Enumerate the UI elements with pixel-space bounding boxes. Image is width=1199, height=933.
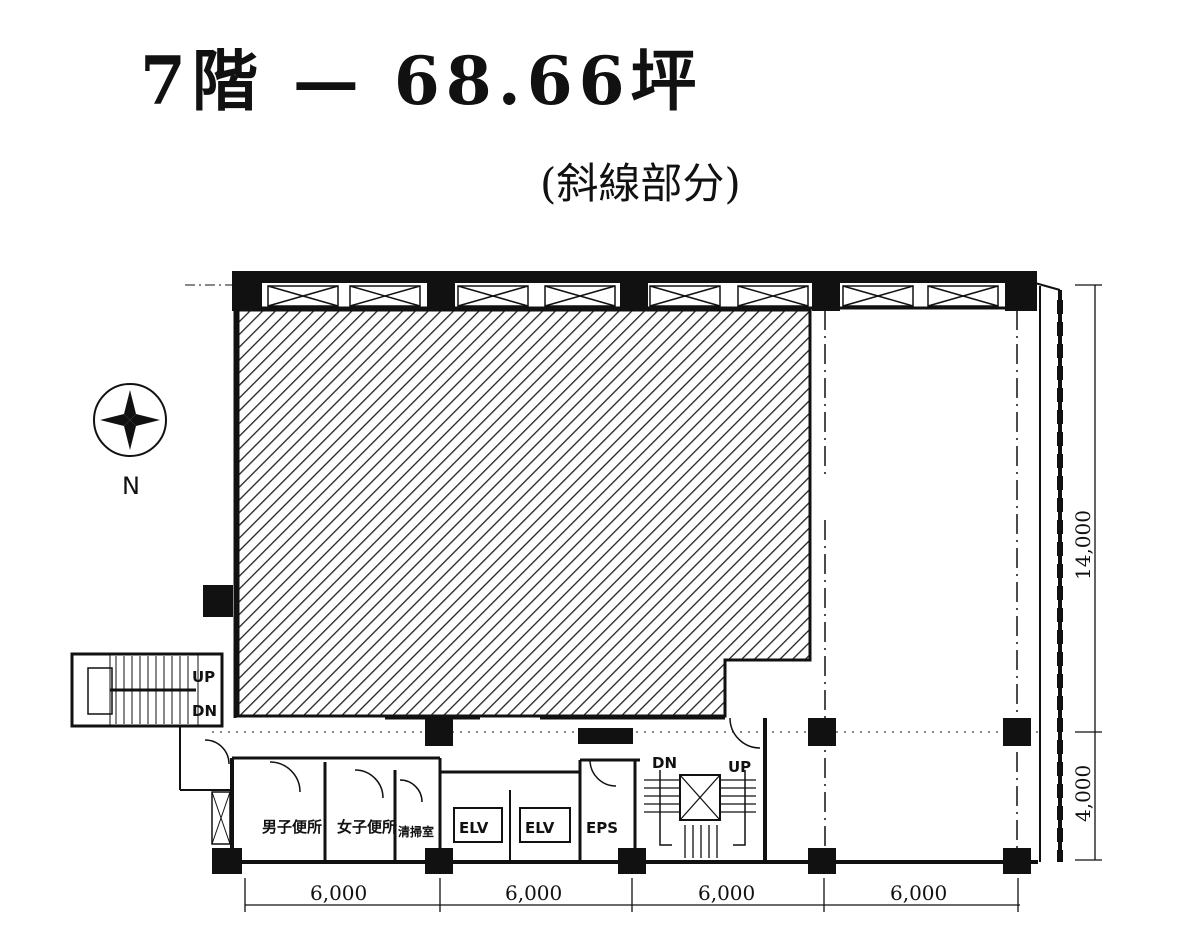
west-stair	[70, 652, 232, 845]
north-windows	[267, 285, 999, 307]
depth-dimension-core: 4,000	[1071, 765, 1095, 822]
elevator-1-label: ELV	[459, 819, 489, 837]
elevator-boxes	[453, 807, 571, 843]
bay-dimension-1: 6,000	[310, 881, 367, 905]
core-stair	[644, 770, 756, 858]
west-stair-up-label: UP	[192, 668, 215, 686]
core-stair-down-label: DN	[652, 754, 677, 772]
leasing-area-hatch	[236, 308, 812, 718]
depth-dimension-main: 14,000	[1071, 510, 1095, 580]
womens-toilet-label: 女子便所	[337, 818, 397, 836]
dimension-lines	[244, 284, 1102, 912]
eps-label: EPS	[586, 819, 618, 837]
bay-dimension-4: 6,000	[890, 881, 947, 905]
cleaning-room-label: 清掃室	[398, 824, 434, 839]
core-stair-up-label: UP	[728, 758, 751, 776]
floor-subtitle: (斜線部分)	[540, 159, 741, 208]
west-stair-down-label: DN	[192, 702, 217, 720]
elevator-2-label: ELV	[525, 819, 555, 837]
bay-dimension-2: 6,000	[505, 881, 562, 905]
columns	[203, 271, 1037, 874]
compass-icon	[93, 383, 167, 457]
compass-north-label: N	[122, 472, 140, 500]
bay-dimension-3: 6,000	[698, 881, 755, 905]
floor-title: 7階 — 68.66坪	[140, 42, 703, 120]
mens-toilet-label: 男子便所	[262, 818, 322, 836]
